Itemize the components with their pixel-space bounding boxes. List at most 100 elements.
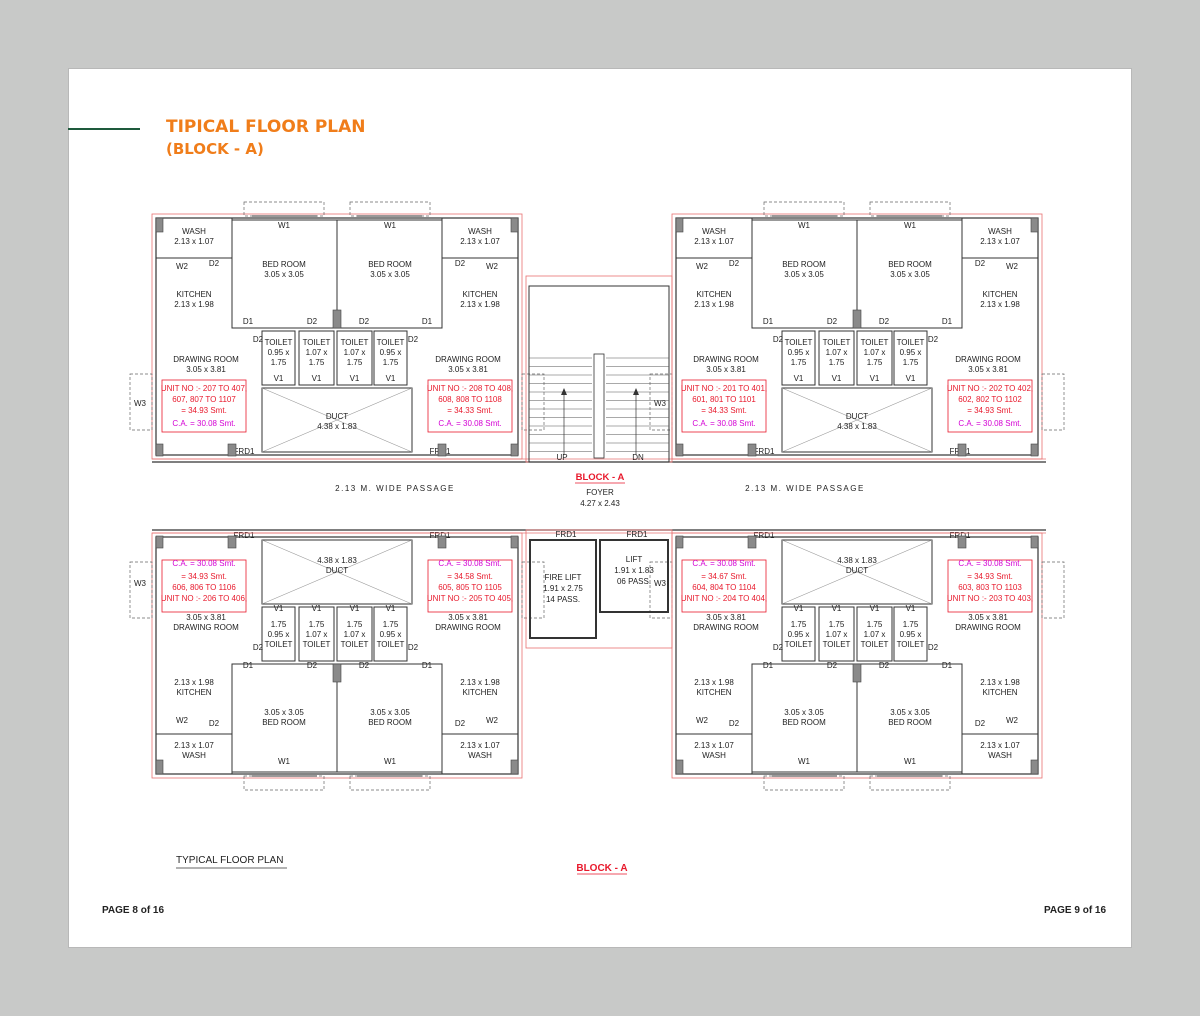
room-dim: 2.13 x 1.98	[694, 678, 734, 687]
down-arrow-icon	[633, 388, 639, 395]
room-dim: 4.38 x 1.83	[317, 556, 357, 565]
duct	[781, 539, 933, 605]
room-name: KITCHEN	[696, 688, 731, 697]
room-name: WASH	[182, 751, 206, 760]
room-name: WASH	[468, 751, 492, 760]
room-dim: 2.13 x 1.98	[460, 678, 500, 687]
unit-number: 604, 804 TO 1104	[692, 583, 756, 592]
room-dim: 1.75	[791, 620, 807, 629]
room-dim: 0.95 x	[900, 348, 922, 357]
room-name: WASH	[988, 227, 1012, 236]
room-dim: 3.05 x 3.05	[890, 270, 930, 279]
room-dim: 1.07 x	[864, 348, 886, 357]
stair-outer	[525, 275, 673, 463]
door-tag: FRD1	[430, 531, 451, 540]
room-name: TOILET	[303, 338, 331, 347]
window-tag: W2	[696, 262, 709, 271]
unit-number: 601, 801 TO 1101	[692, 395, 756, 404]
door-tag: D1	[942, 661, 953, 670]
drawing-sheet	[68, 68, 1132, 948]
stair-handrail	[593, 353, 605, 459]
room-name: TOILET	[823, 338, 851, 347]
vent-tag: V1	[832, 374, 842, 383]
room-name: TOILET	[823, 640, 851, 649]
door-tag: D2	[827, 661, 838, 670]
bed-room	[336, 219, 443, 329]
room-name: DRAWING ROOM	[173, 355, 239, 364]
fire-lift-dim: 1.91 x 2.75	[543, 584, 583, 593]
vent-tag: V1	[870, 374, 880, 383]
unit-number: 607, 807 TO 1107	[172, 395, 236, 404]
room-dim: 3.05 x 3.81	[448, 613, 488, 622]
column	[852, 309, 862, 329]
stair-core	[528, 285, 670, 463]
window-tag: W1	[798, 221, 811, 230]
room-dim: 2.13 x 1.07	[460, 741, 500, 750]
column	[747, 443, 757, 457]
column	[437, 535, 447, 549]
room-dim: 1.75	[383, 620, 399, 629]
room-dim: 1.75	[829, 358, 845, 367]
duct	[261, 539, 413, 605]
column	[852, 663, 862, 683]
door-tag: D2	[455, 719, 466, 728]
column	[155, 217, 164, 233]
room-dim: 3.05 x 3.05	[784, 708, 824, 717]
column	[155, 535, 164, 549]
room-dim: 3.05 x 3.05	[264, 270, 304, 279]
unit-outline	[155, 536, 519, 775]
room-dim: 1.75	[271, 620, 287, 629]
room-name: TOILET	[265, 640, 293, 649]
unit-number: 608, 808 TO 1108	[438, 395, 502, 404]
room-name: TOILET	[377, 338, 405, 347]
lift-capacity: 06 PASS.	[617, 577, 651, 586]
door-tag: D2	[773, 643, 784, 652]
column	[510, 217, 519, 233]
room-dim: 2.13 x 1.07	[980, 237, 1020, 246]
door-tag: D1	[942, 317, 953, 326]
window-tag: W1	[798, 757, 811, 766]
bed-room	[856, 663, 963, 773]
room-dim: 0.95 x	[380, 630, 402, 639]
room-dim: 1.07 x	[344, 630, 366, 639]
room-name: TOILET	[341, 338, 369, 347]
unit-number: 606, 806 TO 1106	[172, 583, 236, 592]
column	[437, 443, 447, 457]
unit-area: = 34.93 Smt.	[967, 572, 1013, 581]
room-dim: 0.95 x	[788, 348, 810, 357]
door-tag: D2	[408, 643, 419, 652]
window-tag: W2	[696, 716, 709, 725]
room-dim: 2.13 x 1.98	[980, 300, 1020, 309]
room-name: DUCT	[326, 566, 348, 575]
carpet-area: C.A. = 30.08 Smt.	[692, 419, 755, 428]
room-dim: 0.95 x	[900, 630, 922, 639]
column	[510, 759, 519, 775]
room-dim: 1.07 x	[826, 630, 848, 639]
door-tag: D2	[879, 317, 890, 326]
room-name: TOILET	[861, 338, 889, 347]
door-tag: D2	[209, 719, 220, 728]
stair-down-label: DN	[632, 453, 644, 462]
room-name: KITCHEN	[982, 688, 1017, 697]
room-name: TOILET	[897, 338, 925, 347]
column	[1030, 535, 1039, 549]
room-name: KITCHEN	[176, 688, 211, 697]
unit-area: = 34.67 Smt.	[701, 572, 747, 581]
fire-lift-shaft	[529, 539, 597, 639]
unit-info-box	[427, 379, 513, 433]
door-tag: D2	[359, 317, 370, 326]
room-name: TOILET	[897, 640, 925, 649]
room-name: DRAWING ROOM	[693, 355, 759, 364]
room-dim: 0.95 x	[268, 348, 290, 357]
carpet-area: C.A. = 30.08 Smt.	[172, 559, 235, 568]
bed-room	[336, 663, 443, 773]
unit-number: UNIT NO :- 202 TO 402,	[947, 384, 1033, 393]
room-dim: 2.13 x 1.98	[460, 300, 500, 309]
room-dim: 3.05 x 3.05	[264, 708, 304, 717]
column	[675, 217, 684, 233]
unit-number: UNIT NO :- 206 TO 406,	[161, 594, 247, 603]
column	[747, 535, 757, 549]
door-tag: D2	[209, 259, 220, 268]
room-dim: 3.05 x 3.81	[706, 613, 746, 622]
